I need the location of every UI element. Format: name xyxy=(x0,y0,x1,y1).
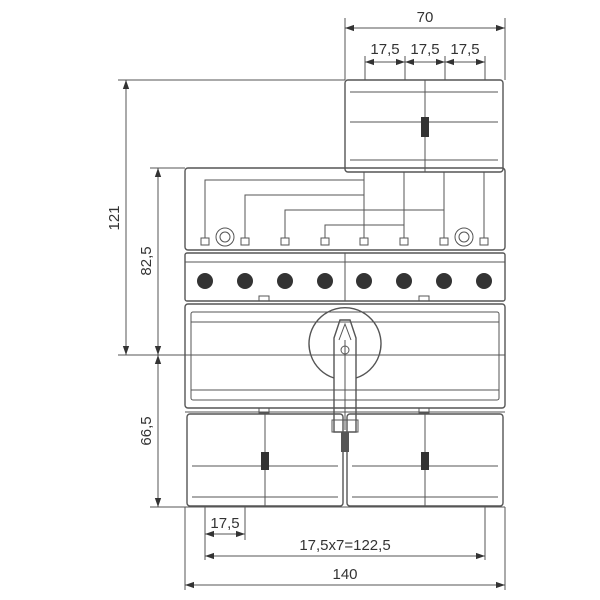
svg-text:66,5: 66,5 xyxy=(138,416,155,445)
pitch-label: 17,5 xyxy=(410,41,439,58)
dimension-total-width: 140 xyxy=(185,566,505,589)
svg-text:17,5: 17,5 xyxy=(210,515,239,532)
dimension-pitch-row: 17,5 17,5 17,5 xyxy=(365,41,485,66)
screw-icon xyxy=(454,227,474,247)
svg-text:70: 70 xyxy=(417,9,434,26)
latch-icon xyxy=(421,117,429,137)
svg-text:140: 140 xyxy=(332,566,357,583)
latch-icon xyxy=(261,452,269,470)
dimension-total-height: 121 xyxy=(106,80,130,355)
terminal-housing xyxy=(184,167,506,251)
dimension-top-width: 70 xyxy=(345,9,505,32)
extension-lines xyxy=(118,18,506,590)
rotary-handle-icon xyxy=(308,307,382,452)
screw-icon xyxy=(215,227,235,247)
svg-text:17,5x7=122,5: 17,5x7=122,5 xyxy=(299,537,390,554)
latch-icon xyxy=(421,452,429,470)
svg-text:121: 121 xyxy=(106,205,123,230)
top-auxiliary-module xyxy=(344,79,504,173)
lower-housing xyxy=(186,413,504,507)
dimension-upper-height: 82,5 xyxy=(138,168,162,355)
dimension-lower-height: 66,5 xyxy=(138,355,162,507)
device-body xyxy=(184,79,506,507)
dimension-terminal-span: 17,5x7=122,5 xyxy=(205,537,485,560)
terminal-markers xyxy=(200,237,489,246)
terminal-screw-row xyxy=(184,252,506,302)
pitch-label: 17,5 xyxy=(450,41,479,58)
svg-text:82,5: 82,5 xyxy=(138,246,155,275)
dimension-module-width: 17,5 xyxy=(205,515,245,538)
pitch-label: 17,5 xyxy=(370,41,399,58)
